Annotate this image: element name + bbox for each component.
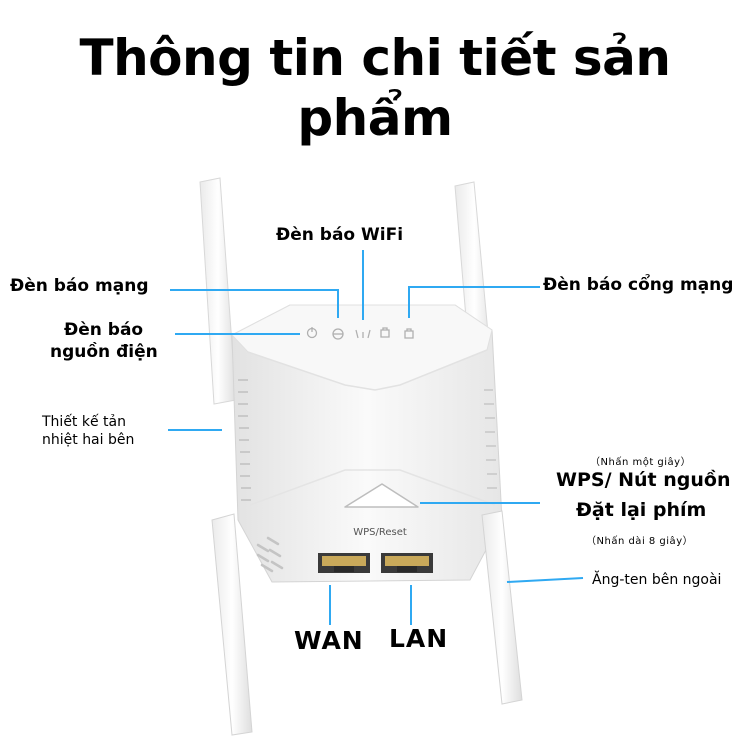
- port-led-icon-2: [404, 328, 414, 339]
- network-led-icon: [332, 328, 344, 340]
- power-led-label-line2: nguồn điện: [50, 342, 158, 362]
- lan-port: [381, 553, 433, 573]
- right-vent-grille: [484, 389, 497, 489]
- power-led-label-line1: Đèn báo: [64, 320, 144, 340]
- wifi-led-icon: [355, 329, 371, 339]
- heat-design-label-line2: nhiệt hai bên: [42, 432, 135, 448]
- wps-label-line2: Đặt lại phím: [576, 499, 707, 521]
- port-led-icon-1: [380, 327, 390, 338]
- page-title: Thông tin chi tiết sản phẩm: [79, 29, 671, 147]
- external-antenna-label: Ăng-ten bên ngoài: [592, 572, 722, 588]
- port-callout-line: [408, 286, 540, 318]
- wps-reset-button: [344, 483, 419, 508]
- network-callout-line: [170, 289, 339, 318]
- wps-hint-bottom: （Nhấn dài 8 giây）: [586, 536, 694, 547]
- heat-design-label-line1: Thiết kế tản: [42, 414, 126, 430]
- wifi-led-label: Đèn báo WiFi: [276, 225, 404, 245]
- network-led-label: Đèn báo mạng: [10, 276, 149, 296]
- wps-label-line1: WPS/ Nút nguồn: [556, 469, 731, 491]
- front-right-antenna: [481, 510, 523, 705]
- power-led-icon: [306, 327, 318, 339]
- antenna-callout-line: [506, 577, 584, 583]
- wps-reset-button-label: WPS/Reset: [353, 527, 407, 538]
- port-led-label: Đèn báo cổng mạng: [543, 275, 734, 295]
- front-left-antenna: [211, 513, 253, 736]
- wan-port: [318, 553, 370, 573]
- lan-label: LAN: [389, 624, 449, 653]
- front-vent-slots: [256, 536, 284, 573]
- wan-label: WAN: [294, 626, 364, 655]
- wps-hint-top: （Nhấn một giây）: [590, 457, 692, 468]
- left-vent-grille: [238, 379, 251, 501]
